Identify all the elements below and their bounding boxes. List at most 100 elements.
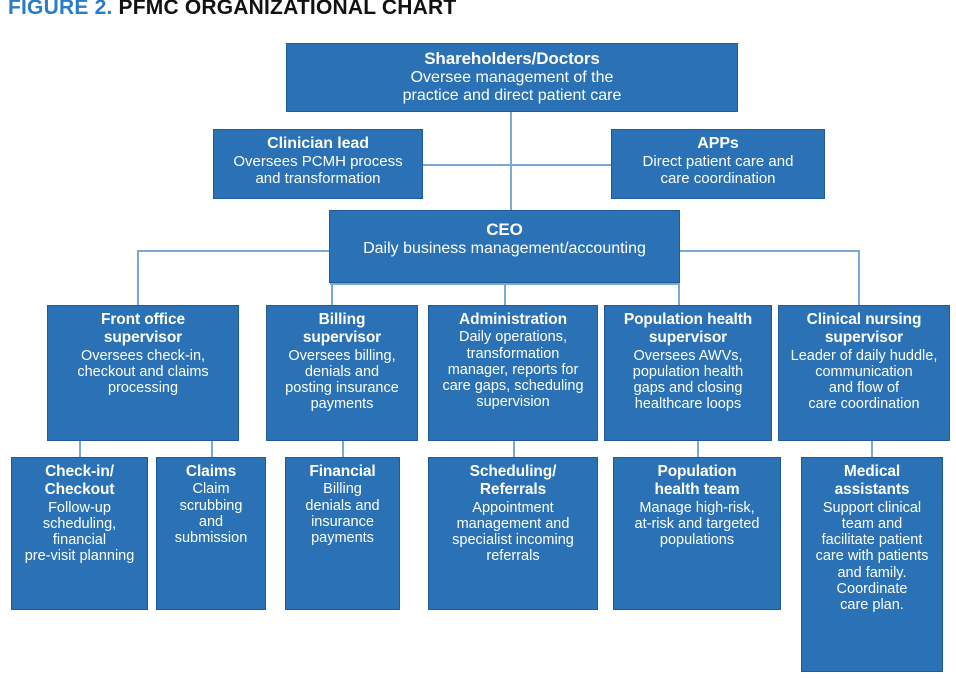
node-title: supervisor (302, 329, 382, 347)
node-desc-line: referrals (486, 548, 540, 565)
connector-front-office-to-claims (211, 440, 213, 458)
figure-number-label: FIGURE 2. (8, 0, 113, 19)
node-desc-line: and family. (837, 564, 907, 581)
node-desc-line: care with patients (815, 548, 929, 565)
node-population-health-supervisor[interactable]: Population health supervisor Oversees AW… (604, 305, 772, 441)
node-desc-line: Oversees PCMH process (233, 152, 403, 170)
node-shareholders-doctors[interactable]: Shareholders/Doctors Oversee management … (286, 43, 738, 112)
node-desc-line: Oversees billing, (288, 347, 396, 364)
node-title: Front office (100, 311, 186, 328)
node-claims[interactable]: Claims Claim scrubbing and submission (156, 457, 266, 610)
connector-ceo-left-horizontal (137, 250, 331, 252)
node-title: assistants (834, 481, 910, 499)
node-apps[interactable]: APPs Direct patient care and care coordi… (611, 129, 825, 199)
node-financial[interactable]: Financial Billing denials and insurance … (285, 457, 400, 610)
node-population-health-team[interactable]: Population health team Manage high-risk,… (613, 457, 781, 610)
node-title: Population health (623, 311, 753, 328)
figure-title: FIGURE 2. PFMC ORGANIZATIONAL CHART (8, 0, 456, 20)
node-title: CEO (486, 220, 523, 239)
node-title: health team (654, 481, 740, 499)
node-title: Shareholders/Doctors (424, 49, 600, 68)
node-desc-line: at-risk and targeted (634, 515, 760, 532)
node-desc-line: posting insurance (285, 380, 399, 397)
node-desc-line: and transformation (255, 169, 381, 187)
node-title: Clinician lead (267, 135, 369, 152)
connector-shareholders-to-ceo (510, 111, 512, 210)
node-desc-line: specialist incoming (452, 532, 574, 549)
node-check-in-checkout[interactable]: Check-in/ Checkout Follow-up scheduling,… (11, 457, 148, 610)
node-title: APPs (697, 135, 739, 152)
node-desc-line: Claim (192, 481, 230, 498)
node-desc-line: communication (815, 363, 913, 380)
node-desc-line: denials and (304, 363, 380, 380)
connector-to-population-health-supervisor (678, 283, 680, 305)
node-desc-line: Leader of daily huddle, (790, 347, 938, 364)
node-desc-line: pre-visit planning (24, 548, 135, 565)
connector-row2-horizontal (422, 164, 612, 166)
node-administration[interactable]: Administration Daily operations, transfo… (428, 305, 598, 441)
node-desc-line: Daily business management/accounting (363, 240, 646, 258)
connector-to-front-office-supervisor (137, 250, 139, 305)
node-title: Billing (318, 311, 366, 328)
node-clinical-nursing-supervisor[interactable]: Clinical nursing supervisor Leader of da… (778, 305, 950, 441)
node-desc-line: processing (107, 380, 179, 397)
connector-front-office-to-checkin (79, 440, 81, 458)
connector-administration-to-scheduling (513, 440, 515, 458)
node-desc-line: Support clinical (822, 499, 922, 516)
node-desc-line: care coordination (808, 396, 920, 413)
node-desc-line: Oversees check-in, (80, 347, 206, 364)
node-title: Population (657, 463, 737, 480)
node-desc-line: payments (311, 530, 374, 547)
node-desc-line: denials and (305, 497, 380, 514)
connector-population-health-to-team (697, 440, 699, 458)
node-desc-line: care gaps, scheduling (442, 378, 584, 395)
connector-clinical-nursing-to-medical-assistants (871, 440, 873, 458)
node-title: Medical (843, 463, 901, 480)
node-desc-line: Manage high-risk, (639, 499, 755, 516)
node-desc-line: scheduling, (42, 515, 117, 532)
node-ceo[interactable]: CEO Daily business management/accounting (329, 210, 680, 283)
node-desc-line: payments (310, 396, 374, 413)
node-desc-line: Oversee management of the (410, 69, 614, 87)
node-scheduling-referrals[interactable]: Scheduling/ Referrals Appointment manage… (428, 457, 598, 610)
node-desc-line: supervision (476, 394, 550, 411)
node-desc-line: Oversees AWVs, (633, 347, 743, 364)
node-desc-line: team and (841, 515, 903, 532)
node-desc-line: gaps and closing (633, 380, 743, 397)
node-desc-line: checkout and claims (77, 363, 209, 380)
node-desc-line: care plan. (840, 597, 904, 614)
node-title: Check-in/ (45, 463, 114, 480)
node-title: Financial (309, 463, 376, 480)
node-title: Claims (185, 463, 237, 480)
connector-ceo-right-horizontal (679, 250, 860, 252)
node-desc-line: insurance (311, 513, 374, 530)
node-title: supervisor (824, 329, 904, 347)
connector-to-administration (504, 283, 506, 305)
node-title: Referrals (479, 481, 547, 499)
node-desc-line: financial (52, 532, 107, 549)
node-desc-line: facilitate patient (821, 532, 923, 549)
node-medical-assistants[interactable]: Medical assistants Support clinical team… (801, 457, 943, 672)
page-title: PFMC ORGANIZATIONAL CHART (118, 0, 457, 19)
node-desc-line: Appointment (472, 499, 554, 516)
node-desc-line: population health (632, 363, 744, 380)
node-desc-line: Coordinate (836, 580, 908, 597)
node-title: Scheduling/ (469, 463, 557, 480)
node-desc-line: manager, reports for (447, 361, 579, 378)
node-desc-line: healthcare loops (634, 396, 742, 413)
node-title: supervisor (648, 329, 728, 347)
node-desc-line: populations (659, 532, 735, 549)
node-desc-line: practice and direct patient care (402, 86, 622, 104)
node-desc-line: submission (174, 530, 248, 547)
node-desc-line: transformation (466, 345, 560, 362)
node-clinician-lead[interactable]: Clinician lead Oversees PCMH process and… (213, 129, 423, 199)
node-front-office-supervisor[interactable]: Front office supervisor Oversees check-i… (47, 305, 239, 441)
connector-to-clinical-nursing-supervisor (858, 250, 860, 305)
node-billing-supervisor[interactable]: Billing supervisor Oversees billing, den… (266, 305, 418, 441)
node-title: Clinical nursing (806, 311, 922, 328)
node-desc-line: management and (456, 515, 570, 532)
node-title: Administration (459, 311, 567, 328)
node-desc-line: scrubbing (179, 497, 243, 514)
node-title: Checkout (44, 481, 115, 499)
